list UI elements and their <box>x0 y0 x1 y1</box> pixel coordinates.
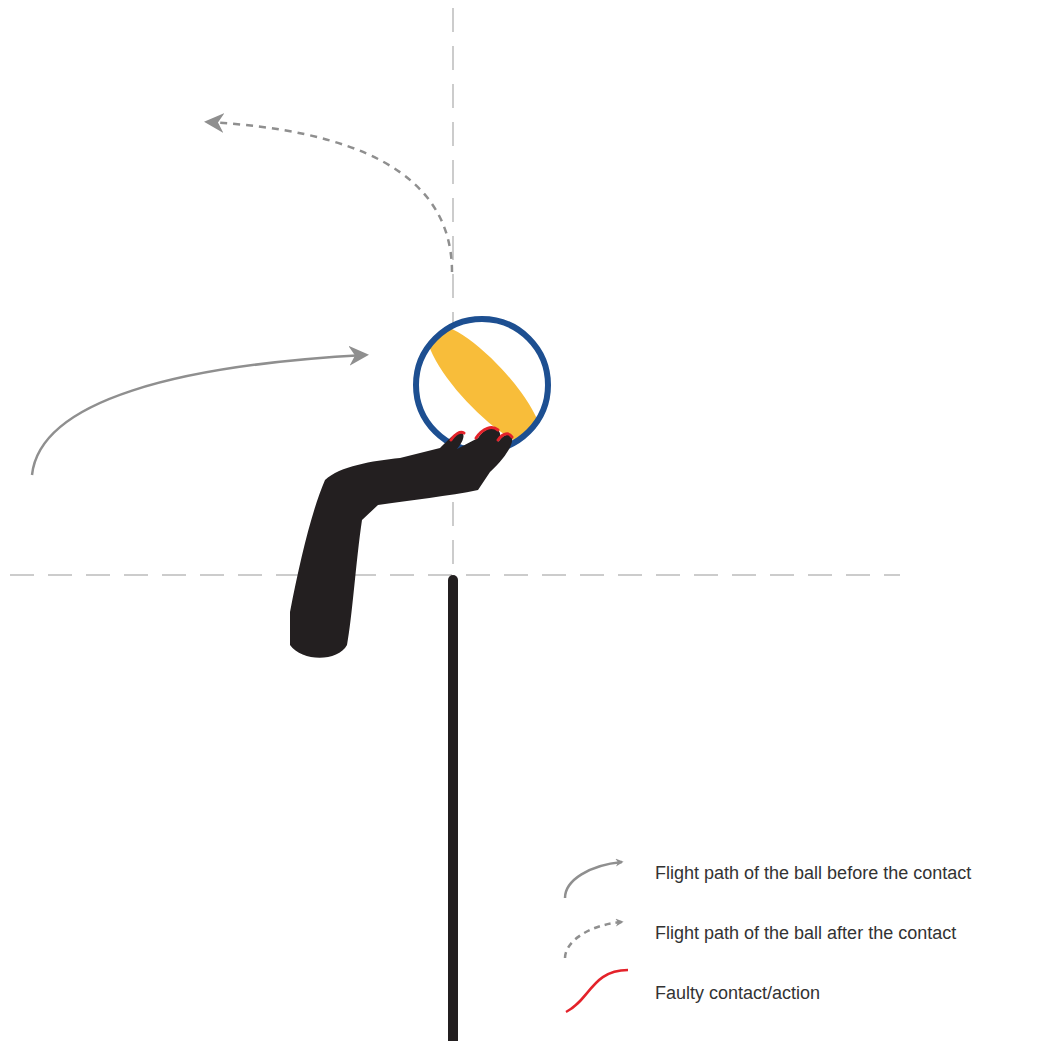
net-antenna <box>448 580 458 1041</box>
flight-path-after <box>208 122 452 272</box>
legend-sample-dashed <box>565 922 622 958</box>
faulty-contact <box>476 428 498 438</box>
flight-path-before <box>32 355 365 475</box>
legend-sample-solid <box>565 862 622 898</box>
legend-text: Flight path of the ball after the contac… <box>655 922 956 944</box>
legend-text: Flight path of the ball before the conta… <box>655 862 971 884</box>
player-arm <box>290 428 512 658</box>
faulty-contact <box>451 432 464 440</box>
legend-text: Faulty contact/action <box>655 982 820 1004</box>
faulty-contact <box>498 434 512 440</box>
legend-sample-faulty <box>566 970 628 1012</box>
ball-outline <box>416 319 548 451</box>
